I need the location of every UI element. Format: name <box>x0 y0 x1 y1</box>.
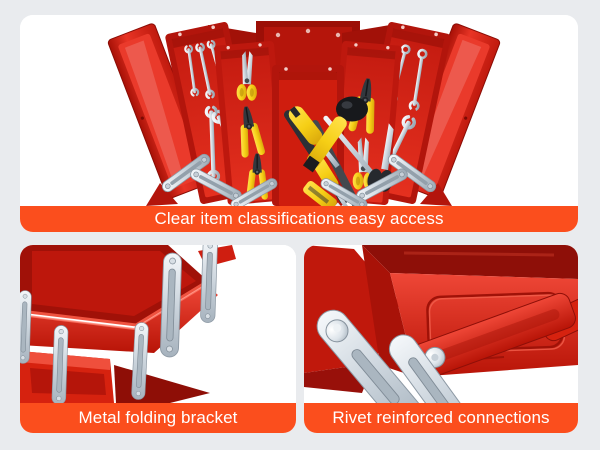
caption-classification: Clear item classifications easy access <box>154 209 444 228</box>
rivet-connection-photo <box>304 245 578 403</box>
open-toolbox-photo <box>20 15 578 206</box>
folding-bracket-photo <box>20 245 296 403</box>
folding-brackets <box>146 151 452 206</box>
pliers-tray-left <box>214 41 288 205</box>
feature-banner-classification: Clear item classifications easy access <box>20 206 578 232</box>
feature-card-bracket: Metal folding bracket <box>20 245 296 433</box>
feature-card-rivet: Rivet reinforced connections <box>304 245 578 433</box>
chrome-bar-riveted <box>316 309 429 403</box>
folding-bracket-illustration <box>20 245 296 403</box>
feature-banner-bracket: Metal folding bracket <box>20 403 296 433</box>
open-toolbox-illustration <box>107 21 501 206</box>
caption-bracket: Metal folding bracket <box>78 408 238 427</box>
left-lid <box>107 23 215 199</box>
chrome-bar <box>388 334 490 403</box>
caption-rivet: Rivet reinforced connections <box>332 408 550 427</box>
rivet-connection-illustration <box>304 245 578 403</box>
feature-card-overview: Clear item classifications easy access <box>20 15 578 232</box>
feature-banner-rivet: Rivet reinforced connections <box>304 403 578 433</box>
